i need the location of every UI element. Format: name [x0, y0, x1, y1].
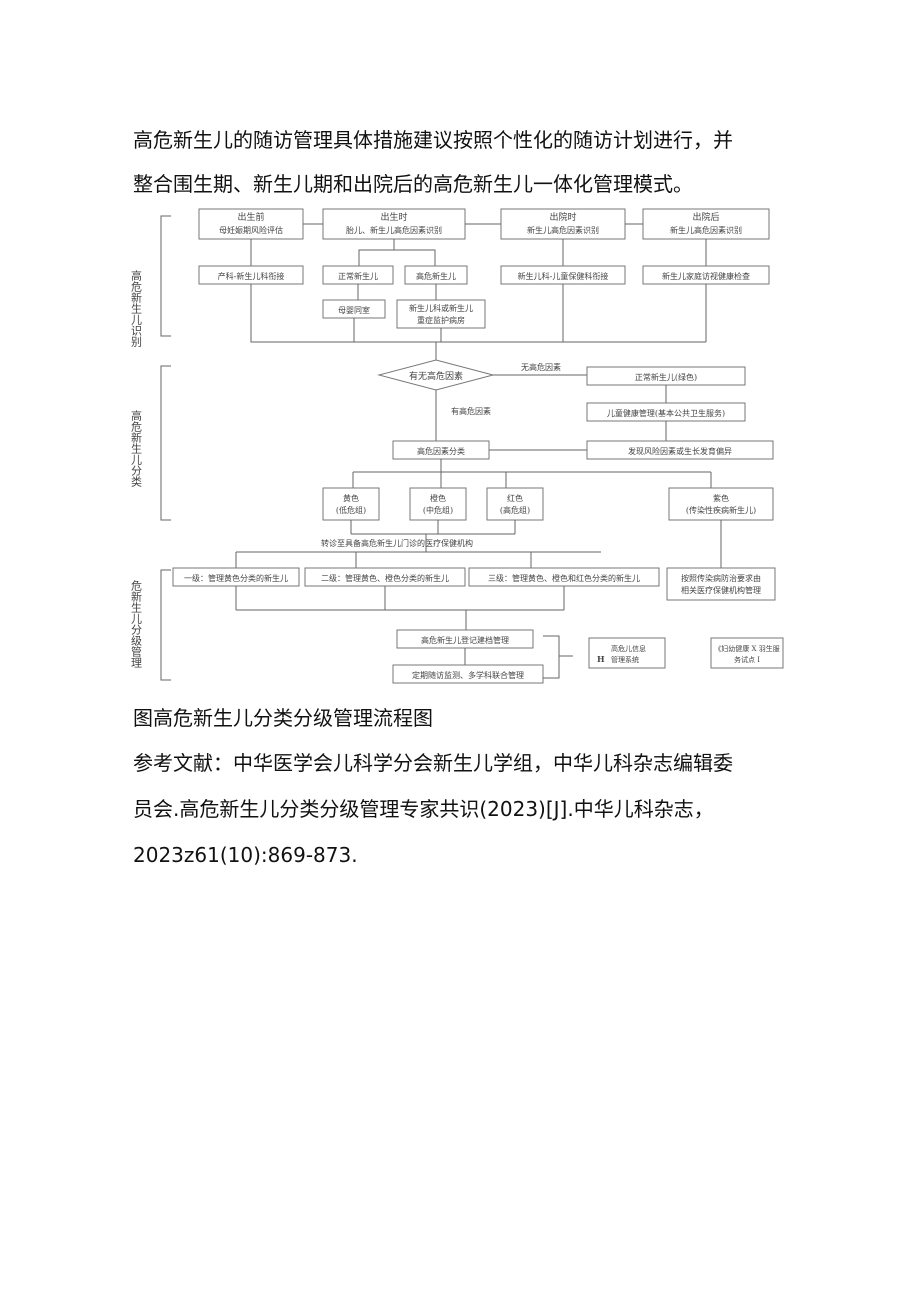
box-red: [486, 487, 544, 521]
box-found-risk-label: 发现风险因素或生长发育偏异: [628, 446, 732, 456]
yes-risk-label: 有高危因素: [451, 406, 491, 416]
box-yellow-title: 黄色: [343, 493, 359, 503]
brace-stage-2: [160, 365, 171, 521]
box-purple-mgmt-line1: 按照传染病防治要求由: [681, 573, 761, 583]
side-label-classification: 高危新生儿分类: [131, 409, 143, 488]
box-red-desc: (高危组): [500, 505, 530, 515]
box-info-system: [588, 637, 666, 669]
box-birth-title: 出生时: [380, 211, 407, 223]
box-birth-desc: 胎儿、新生儿高危因素识别: [346, 225, 442, 235]
box-orange-desc: (中危组): [423, 505, 453, 515]
box-post-discharge-title: 出院后: [692, 211, 719, 223]
brace-stage-3: [160, 569, 171, 681]
box-discharge: [500, 208, 626, 240]
box-discharge-desc: 新生儿高危因素识别: [527, 225, 599, 235]
box-yellow-desc: (低危组): [336, 505, 366, 515]
box-info-system-line2: 管理系统: [611, 655, 639, 664]
reference-line-3: 2023z61(10):869-873.: [133, 843, 358, 867]
box-prenatal-title: 出生前: [237, 211, 264, 223]
box-purple-mgmt: [666, 567, 776, 601]
box-orange-title: 橙色: [430, 493, 446, 503]
box-followup-label: 定期随访监测、多学科联合管理: [412, 670, 524, 680]
intro-paragraph: 高危新生儿的随访管理具体措施建议按照个性化的随访计划进行，并 整合围生期、新生儿…: [133, 118, 733, 206]
intro-line-2: 整合围生期、新生儿期和出院后的高危新生儿一体化管理模式。: [133, 172, 693, 196]
box-orange: [409, 487, 467, 521]
box-found-risk: [586, 440, 774, 460]
box-level1-label: 一级：管理黄色分类的新生儿: [184, 573, 288, 583]
box-prenatal-desc: 母妊娠期风险评估: [219, 225, 283, 235]
no-risk-label: 无高危因素: [521, 362, 561, 372]
reference-line-2: 员会.高危新生儿分类分级管理专家共识(2023)[J].中华儿科杂志，: [133, 797, 714, 821]
box-birth: [322, 208, 466, 240]
box-post-discharge-desc: 新生儿高危因素识别: [670, 225, 742, 235]
box-highrisk-newborn-label: 高危新生儿: [416, 271, 456, 281]
box-purple-title: 紫色: [713, 493, 729, 503]
box-pilot: [710, 637, 784, 669]
box-register-label: 高危新生儿登记建档管理: [421, 635, 509, 645]
box-purple-desc: (传染性疾病新生儿): [686, 505, 756, 515]
box-nicu-line1: 新生儿科或新生儿: [409, 303, 473, 313]
box-pilot-line1: 《妇幼健康 X 羽生服: [714, 644, 779, 653]
box-prenatal: [198, 208, 304, 240]
box-info-system-mark: H: [597, 654, 605, 664]
transfer-branches: [235, 551, 601, 568]
box-red-title: 红色: [507, 493, 523, 503]
box-level2-label: 二级：管理黄色、橙色分类的新生儿: [321, 573, 449, 583]
box-home-visit-label: 新生儿家庭访视健康检查: [662, 271, 750, 281]
box-info-system-line1: 高危儿信息: [611, 644, 646, 653]
box-followup: [392, 664, 544, 684]
brace-stage-1: [160, 215, 171, 337]
box-rooming-in-label: 母婴同室: [338, 305, 370, 315]
side-label-grading: 危新生儿分级管理: [131, 580, 143, 668]
stage1-row3-connectors: [357, 284, 437, 300]
box-normal-green-label: 正常新生儿(绿色): [635, 372, 697, 382]
box-nicu: [396, 299, 486, 329]
box-normal-newborn-label: 正常新生儿: [338, 271, 378, 281]
box-yellow: [322, 487, 380, 521]
box-purple: [668, 487, 774, 521]
box-pilot-line2: 务试点 I: [734, 655, 760, 664]
box-classify-label: 高危因素分类: [417, 446, 465, 456]
flowchart-figure: 高危新生儿识别 高危新生儿分类 危新生儿分级管理 出生前 母妊娠期风险评估 出生…: [131, 208, 784, 684]
box-ob-neo-label: 产科-新生儿科衔接: [218, 271, 285, 281]
reference-line-1: 参考文献：中华医学会儿科学分会新生儿学组，中华儿科杂志编辑委: [133, 751, 733, 775]
side-bracket: [543, 635, 573, 679]
box-level3-label: 三级：管理黄色、橙色和红色分类的新生儿: [488, 573, 640, 583]
box-discharge-title: 出院时: [549, 211, 576, 223]
transfer-label: 转诊至具备高危新生儿门诊的医疗保健机构: [321, 538, 473, 548]
color-to-transfer: [350, 520, 516, 552]
box-neo-child-health-label: 新生儿科-儿童保健科衔接: [518, 271, 609, 281]
references: 参考文献：中华医学会儿科学分会新生儿学组，中华儿科杂志编辑委 员会.高危新生儿分…: [133, 740, 733, 878]
intro-line-1: 高危新生儿的随访管理具体措施建议按照个性化的随访计划进行，并: [133, 128, 733, 152]
decision-label: 有无高危因素: [409, 370, 463, 382]
figure-caption: 图高危新生儿分类分级管理流程图: [133, 706, 433, 730]
side-label-identification: 高危新生儿识别: [131, 269, 143, 348]
box-purple-mgmt-line2: 相关医疗保健机构管理: [681, 585, 761, 595]
stage1-down-connectors: [250, 239, 707, 266]
stage1-collector: [250, 284, 707, 360]
box-child-health-label: 儿童健康管理(基本公共卫生服务): [607, 408, 725, 418]
box-nicu-line2: 重症监护病房: [417, 315, 465, 325]
classify-branches: [352, 459, 712, 488]
levels-collector: [235, 586, 565, 630]
